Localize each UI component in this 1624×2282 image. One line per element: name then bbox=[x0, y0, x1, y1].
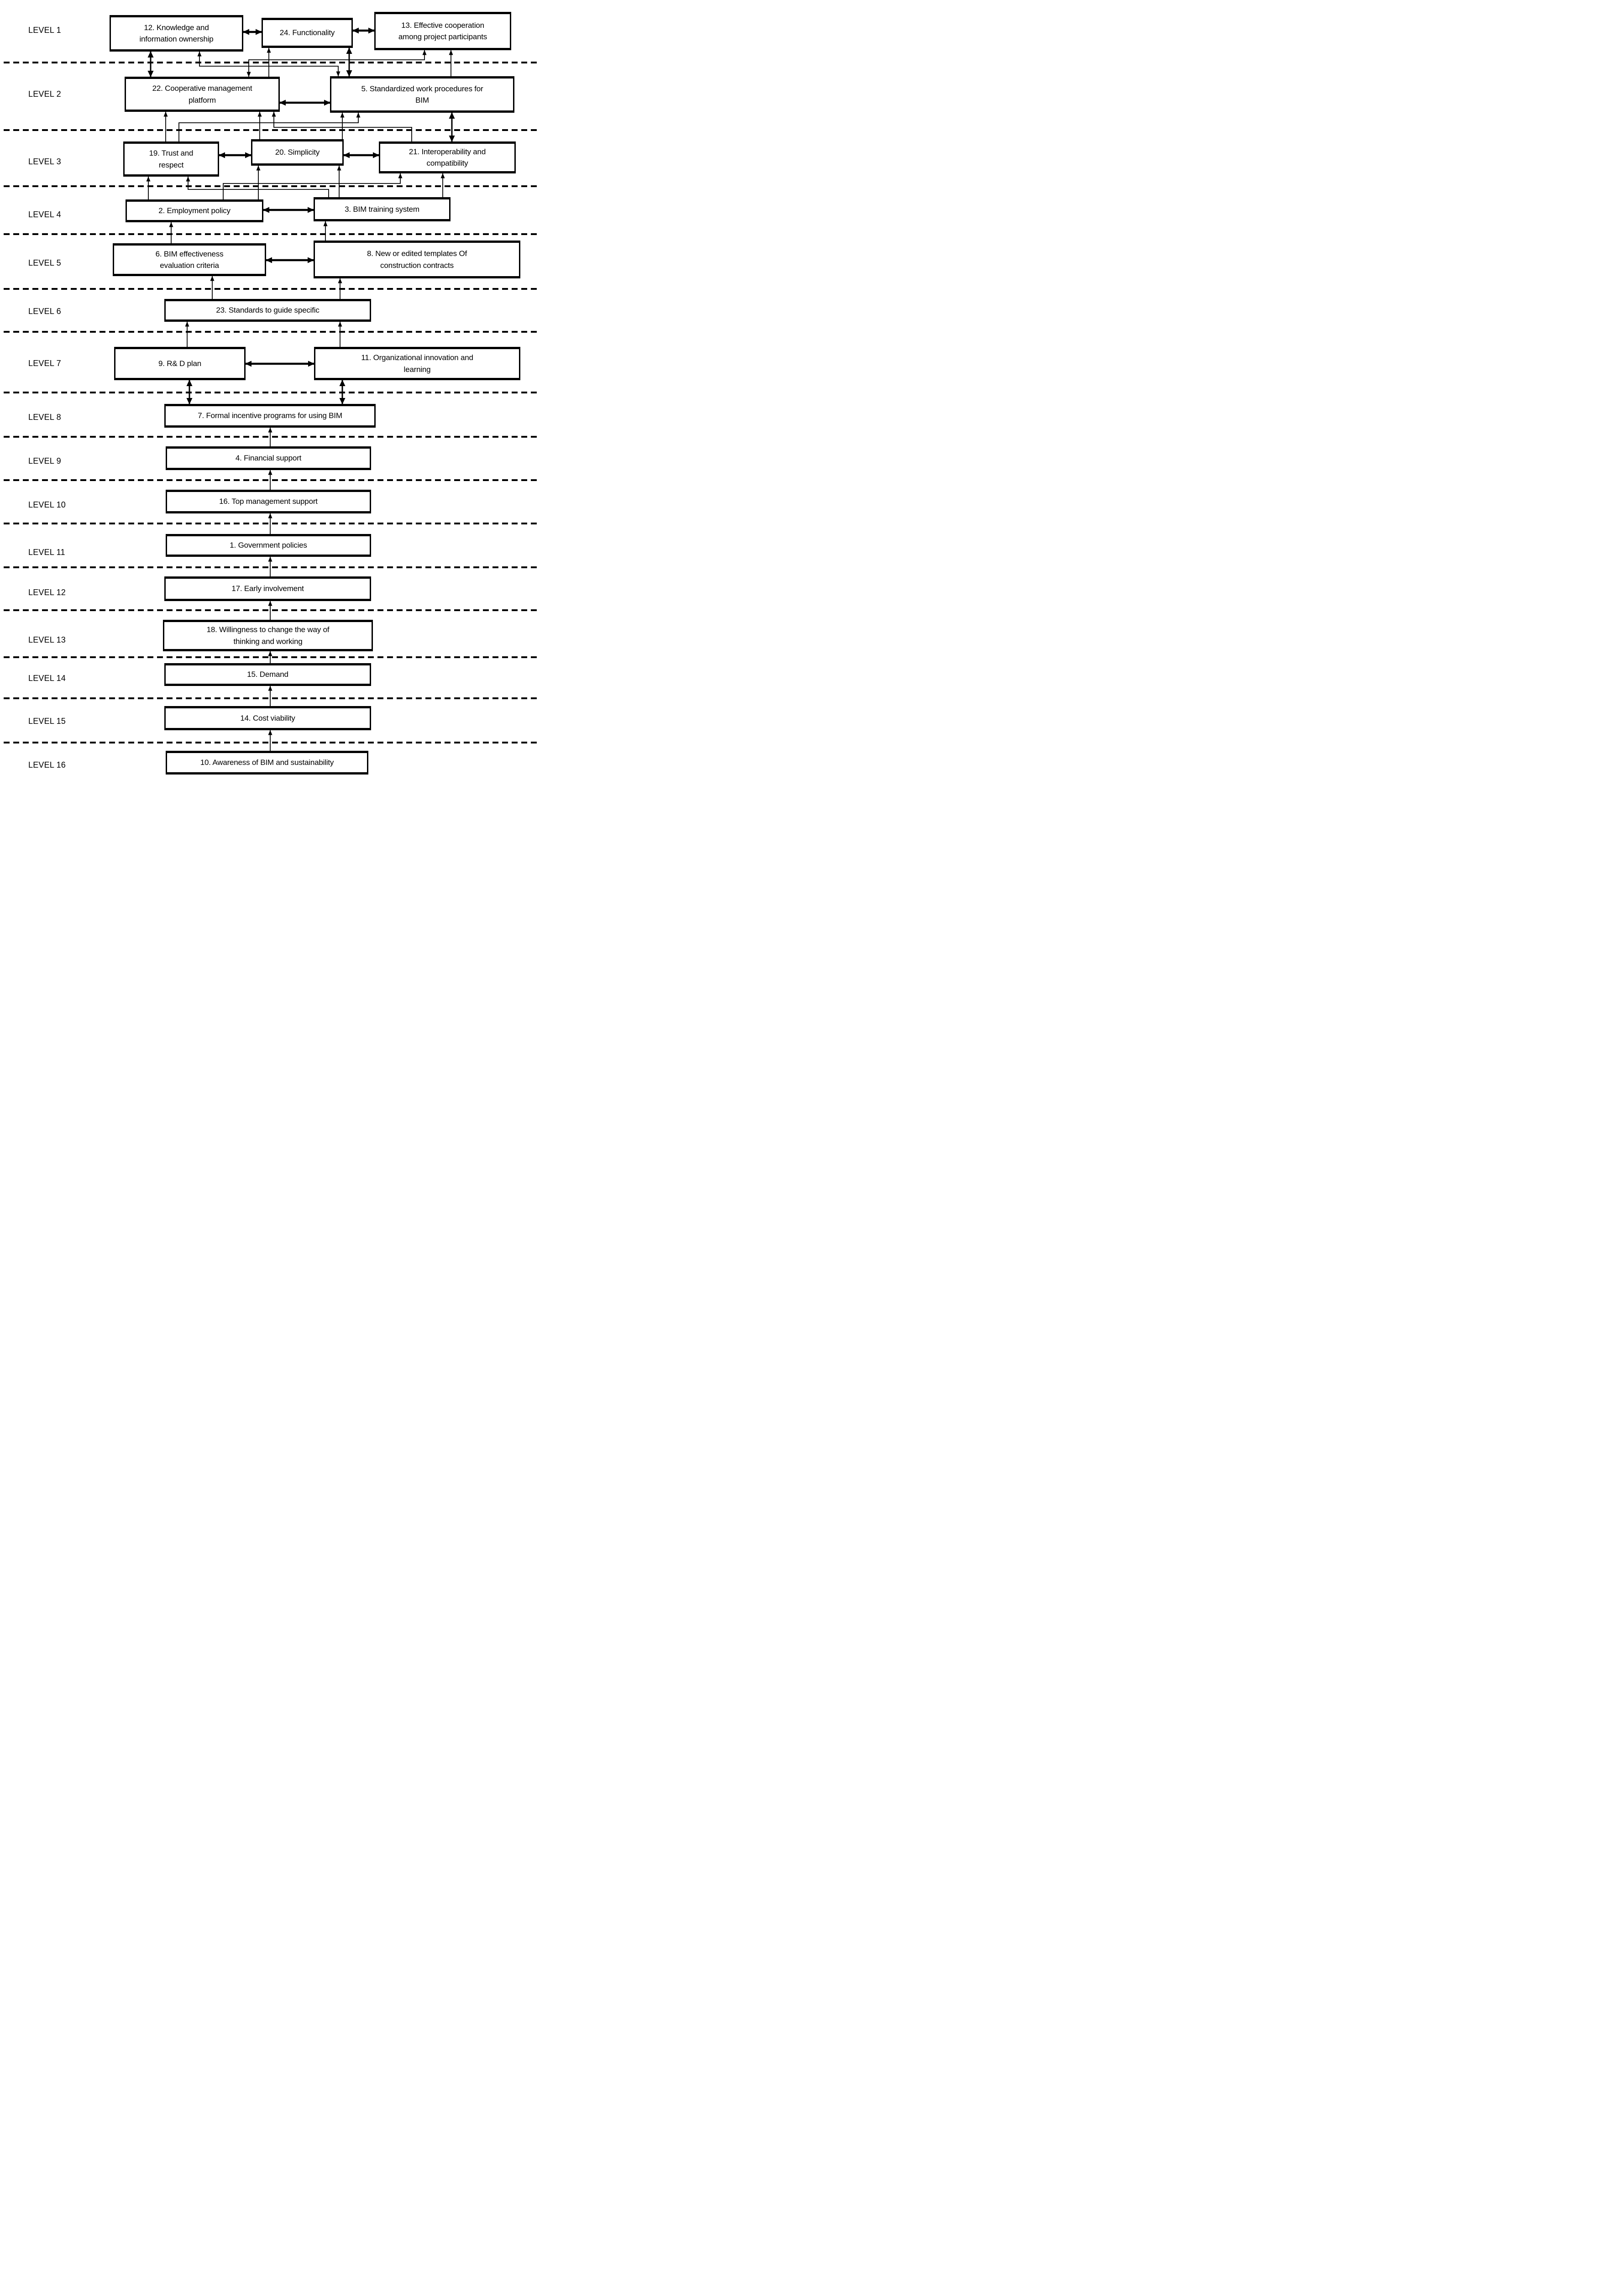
node-label-8: 8. New or edited templates Of constructi… bbox=[367, 249, 467, 270]
node-label-12: 12. Knowledge and information ownership bbox=[139, 23, 214, 44]
level-label-14: LEVEL 14 bbox=[28, 674, 66, 683]
connector-layer bbox=[4, 27, 538, 751]
level-label-1: LEVEL 1 bbox=[28, 26, 61, 35]
arrow-19-5 bbox=[178, 112, 361, 141]
level-label-7: LEVEL 7 bbox=[28, 359, 61, 368]
level-label-13: LEVEL 13 bbox=[28, 635, 66, 644]
node-label-2: 2. Employment policy bbox=[158, 206, 231, 215]
level-label-6: LEVEL 6 bbox=[28, 307, 61, 316]
node-label-18: 18. Willingness to change the way of thi… bbox=[206, 625, 330, 646]
node-3: 3. BIM training system bbox=[314, 197, 451, 221]
level-label-11: LEVEL 11 bbox=[28, 548, 65, 557]
node-label-3: 3. BIM training system bbox=[345, 204, 419, 214]
node-16: 16. Top management support bbox=[166, 490, 371, 513]
level-label-2: LEVEL 2 bbox=[28, 89, 61, 99]
node-9: 9. R& D plan bbox=[114, 347, 246, 380]
node-5: 5. Standardized work procedures for BIM bbox=[330, 76, 514, 113]
node-label-7: 7. Formal incentive programs for using B… bbox=[198, 411, 342, 420]
level-label-12: LEVEL 12 bbox=[28, 588, 66, 597]
level-separators bbox=[4, 62, 538, 743]
node-label-22: 22. Cooperative management platform bbox=[152, 84, 252, 105]
connectors bbox=[146, 27, 455, 751]
node-19: 19. Trust and respect bbox=[123, 141, 219, 177]
node-15: 15. Demand bbox=[164, 663, 371, 686]
node-1: 1. Government policies bbox=[166, 534, 371, 557]
ism-diagram: LEVEL 1 LEVEL 2 LEVEL 3 LEVEL 4 LEVEL 5 LEVEL… bbox=[0, 0, 541, 794]
node-14: 14. Cost viability bbox=[164, 706, 371, 730]
node-label-9: 9. R& D plan bbox=[158, 359, 201, 368]
node-18: 18. Willingness to change the way of thi… bbox=[163, 620, 373, 651]
node-label-1: 1. Government policies bbox=[230, 541, 307, 550]
node-label-13: 13. Effective cooperation among project … bbox=[398, 21, 487, 42]
node-label-17: 17. Early involvement bbox=[231, 584, 304, 593]
node-24: 24. Functionality bbox=[262, 18, 353, 48]
node-label-10: 10. Awareness of BIM and sustainability bbox=[200, 758, 334, 767]
level-label-15: LEVEL 15 bbox=[28, 717, 66, 726]
node-label-23: 23. Standards to guide specific bbox=[216, 306, 320, 315]
node-2: 2. Employment policy bbox=[126, 199, 263, 222]
node-label-4: 4. Financial support bbox=[235, 454, 302, 463]
node-label-15: 15. Demand bbox=[247, 670, 288, 679]
node-23: 23. Standards to guide specific bbox=[164, 299, 371, 322]
node-label-24: 24. Functionality bbox=[279, 28, 335, 37]
node-22: 22. Cooperative management platform bbox=[125, 77, 280, 112]
level-label-9: LEVEL 9 bbox=[28, 456, 61, 466]
arrow-22-13 bbox=[246, 50, 427, 77]
node-11: 11. Organizational innovation and learni… bbox=[314, 347, 520, 380]
node-17: 17. Early involvement bbox=[164, 576, 371, 601]
node-label-14: 14. Cost viability bbox=[240, 713, 295, 722]
node-label-11: 11. Organizational innovation and learni… bbox=[361, 353, 473, 374]
node-12: 12. Knowledge and information ownership bbox=[110, 15, 243, 52]
node-4: 4. Financial support bbox=[166, 446, 371, 470]
arrow-21-22 bbox=[272, 111, 412, 141]
node-6: 6. BIM effectiveness evaluation criteria bbox=[113, 243, 266, 276]
node-label-5: 5. Standardized work procedures for BIM bbox=[361, 84, 483, 105]
node-10: 10. Awareness of BIM and sustainability bbox=[166, 751, 368, 775]
node-label-19: 19. Trust and respect bbox=[149, 149, 194, 169]
node-8: 8. New or edited templates Of constructi… bbox=[314, 241, 520, 278]
level-label-8: LEVEL 8 bbox=[28, 413, 61, 422]
level-label-4: LEVEL 4 bbox=[28, 210, 61, 219]
node-20: 20. Simplicity bbox=[251, 139, 344, 166]
node-label-21: 21. Interoperability and compatibility bbox=[409, 147, 486, 168]
node-7: 7. Formal incentive programs for using B… bbox=[164, 404, 376, 428]
node-label-6: 6. BIM effectiveness evaluation criteria bbox=[155, 249, 224, 270]
node-13: 13. Effective cooperation among project … bbox=[374, 12, 511, 50]
node-label-20: 20. Simplicity bbox=[275, 148, 320, 157]
level-label-5: LEVEL 5 bbox=[28, 258, 61, 267]
level-label-10: LEVEL 10 bbox=[28, 500, 66, 509]
node-21: 21. Interoperability and compatibility bbox=[379, 141, 516, 173]
level-label-3: LEVEL 3 bbox=[28, 157, 61, 166]
arrow-2-21 bbox=[223, 173, 403, 199]
level-label-16: LEVEL 16 bbox=[28, 760, 66, 769]
node-label-16: 16. Top management support bbox=[219, 497, 318, 506]
